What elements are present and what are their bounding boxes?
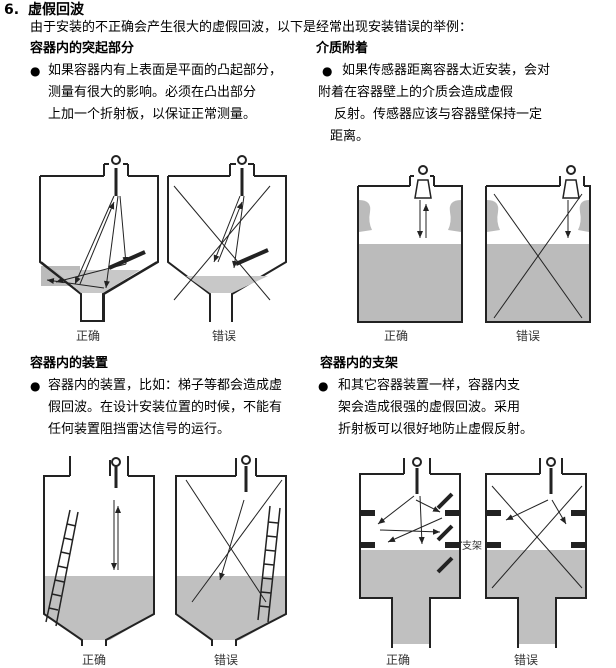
section-intro: 由于安装的不正确会产生很大的虚假回波，以下是经常出现安装错误的举例：	[30, 20, 473, 35]
fixtures-line-2: 假回波。在设计安装位置的时候，不能有	[48, 400, 283, 415]
adhesion-line-1: 如果传感器距离容器太近安装，会对	[342, 63, 551, 78]
bracket-annotation: 支架	[462, 541, 482, 552]
section-number: 6.	[4, 2, 20, 18]
fixtures-line-3: 任何装置阻挡雷达信号的运行。	[48, 422, 231, 437]
protrusion-line-2: 测量有很大的影响。必须在凸出部分	[48, 85, 257, 100]
brackets-line-1: 和其它容器装置一样，容器内支	[338, 378, 521, 393]
brackets-correct-diagram	[359, 457, 461, 648]
adhesion-wrong-diagram	[485, 165, 591, 323]
section-title: 虚假回波	[28, 2, 84, 18]
fixtures-bullet: ●	[30, 379, 41, 393]
adhesion-line-4: 距离。	[330, 129, 370, 144]
brackets-line-2: 架会造成很强的虚假回波。采用	[338, 400, 521, 415]
brackets-line-3: 折射板可以很好地防止虚假反射。	[338, 422, 534, 437]
brackets-bullet: ●	[318, 379, 329, 393]
fixtures-line-1: 容器内的装置，比如：梯子等都会造成虚	[48, 378, 283, 393]
protrusion-correct-diagram	[39, 155, 159, 322]
caption-adhesion-wrong: 错误	[516, 329, 541, 343]
adhesion-correct-diagram	[357, 165, 463, 323]
caption-brackets-correct: 正确	[386, 653, 411, 667]
protrusion-bullet: ●	[30, 64, 41, 78]
caption-adhesion-correct: 正确	[384, 329, 409, 343]
adhesion-line-3: 反射。传感器应该与容器壁保持一定	[334, 107, 543, 122]
caption-brackets-wrong: 错误	[514, 653, 539, 667]
caption-fixtures-wrong: 错误	[214, 653, 239, 667]
protrusion-line-1: 如果容器内有上表面是平面的凸起部分，	[48, 63, 283, 78]
ladder-icon	[45, 509, 79, 627]
protrusion-line-3: 上加一个折射板，以保证正常测量。	[48, 107, 257, 122]
brackets-heading: 容器内的支架	[320, 356, 399, 371]
fixtures-heading: 容器内的装置	[30, 356, 109, 371]
caption-protrusion-correct: 正确	[76, 329, 101, 343]
adhesion-heading: 介质附着	[316, 41, 369, 56]
adhesion-line-2: 附着在容器壁上的介质会造成虚假	[318, 85, 514, 100]
adhesion-bullet: ●	[322, 64, 333, 78]
caption-fixtures-correct: 正确	[82, 653, 107, 667]
brackets-wrong-diagram	[485, 457, 587, 648]
protrusion-heading: 容器内的突起部分	[30, 41, 135, 56]
protrusion-wrong-diagram	[167, 155, 287, 322]
fixtures-correct-diagram	[43, 456, 155, 646]
caption-protrusion-wrong: 错误	[212, 329, 237, 343]
fixtures-wrong-diagram	[175, 455, 287, 646]
